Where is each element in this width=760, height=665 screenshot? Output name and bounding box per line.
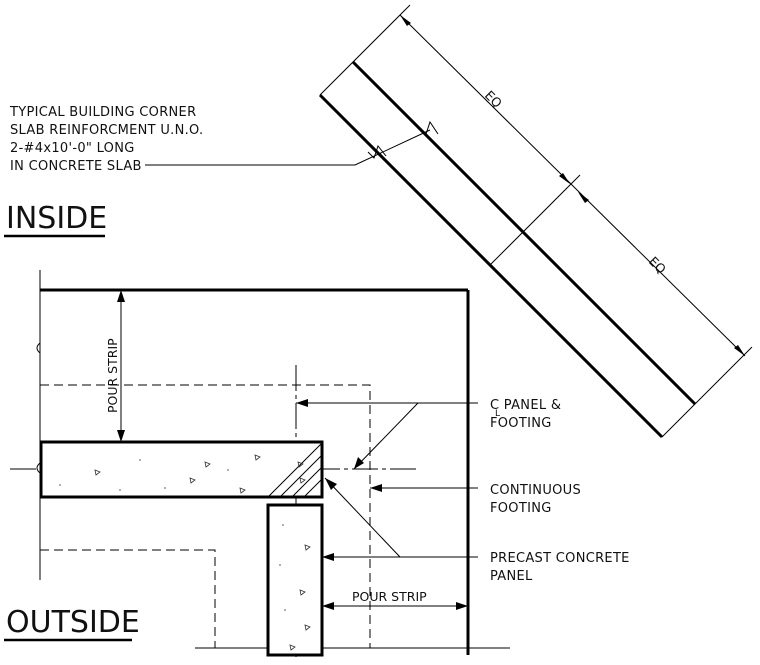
footing-label-line-2: FOOTING: [490, 501, 552, 516]
hatch-line: [303, 478, 323, 498]
precast-panel-vertical: [266, 503, 324, 657]
note-line-3: 2-#4x10'-0" LONG: [10, 141, 135, 156]
dimension-arrow: [117, 430, 125, 442]
aggregate-speck: [227, 469, 229, 471]
inside-label: INSIDE: [6, 201, 107, 236]
dimension-arrow: [400, 15, 411, 26]
aggregate-speck: [239, 487, 246, 494]
panel-corner-hatch: [267, 442, 323, 498]
leader-arrow: [354, 457, 364, 469]
panel-leader-diagonal: [324, 477, 401, 558]
witness-line-mid: [489, 174, 581, 266]
footing-dashed-line-outer: [40, 549, 216, 648]
hatch-line: [267, 442, 323, 498]
aggregate-speck: [139, 459, 141, 461]
panel-label-line-1: PRECAST CONCRETE: [490, 551, 630, 566]
note-leader-line: [145, 129, 431, 166]
footing-dashed-line-inner: [40, 384, 371, 648]
centerline-leader-diagonal: [353, 402, 419, 470]
callout-leaders: [296, 399, 478, 561]
aggregate-speck: [299, 589, 306, 596]
callout-labels: C PANEL & FOOTING L CONTINUOUS FOOTING P…: [490, 398, 630, 584]
aggregate-speck: [94, 469, 101, 476]
leader-arrow: [370, 484, 382, 492]
aggregate-speck: [304, 544, 311, 551]
note-line-4: IN CONCRETE SLAB: [10, 159, 142, 174]
corner-reinforcement-note: TYPICAL BUILDING CORNER SLAB REINFORCMEN…: [9, 105, 203, 174]
hatch-line: [291, 466, 323, 498]
leader-arrow: [296, 399, 308, 407]
slab-break-mark: [36, 462, 41, 474]
footing-label-line-1: CONTINUOUS: [490, 483, 581, 498]
pour-strip-label-vertical: POUR STRIP: [105, 338, 120, 413]
aggregate-speck: [254, 454, 261, 461]
leader-arrow: [322, 553, 334, 561]
aggregate-speck: [119, 489, 121, 491]
precast-panel-horizontal: [39, 440, 324, 499]
eq-dimension-line: [399, 14, 746, 357]
outside-label: OUTSIDE: [6, 605, 140, 640]
aggregate-speck: [297, 461, 304, 468]
rebar-break-mark: [419, 120, 439, 135]
eq-label-lower: EQ: [646, 254, 669, 277]
centerline-label-line-1: C PANEL &: [490, 398, 561, 413]
aggregate-speck: [299, 477, 306, 484]
slab-break-mark: [36, 342, 41, 354]
centerline-label-line-2: FOOTING: [490, 416, 552, 431]
concrete-aggregate-specks: [59, 454, 311, 651]
dimension-arrow: [559, 173, 570, 184]
dimension-arrow: [456, 602, 468, 610]
eq-label-upper: EQ: [482, 88, 505, 111]
aggregate-speck: [279, 564, 281, 566]
rebar-break-mark: [367, 144, 387, 159]
vertical-panel-body: [266, 503, 324, 657]
rebar-line-upper: [351, 60, 697, 406]
dimension-arrow: [578, 192, 589, 203]
dimension-arrow: [322, 602, 334, 610]
rebar-line-lower: [318, 93, 664, 439]
continuous-footing-outline: [40, 384, 371, 648]
aggregate-speck: [164, 487, 166, 489]
aggregate-speck: [304, 624, 311, 631]
dimension-arrow: [117, 290, 125, 302]
aggregate-speck: [284, 609, 286, 611]
horizontal-panel-body: [39, 440, 324, 499]
aggregate-speck: [189, 477, 196, 484]
note-line-2: SLAB REINFORCMENT U.N.O.: [10, 123, 203, 138]
aggregate-speck: [204, 461, 211, 468]
note-line-1: TYPICAL BUILDING CORNER: [9, 105, 196, 120]
panel-label-line-2: PANEL: [490, 569, 533, 584]
pour-strip-horizontal-dimension: POUR STRIP: [322, 589, 468, 610]
pour-strip-vertical-dimension: POUR STRIP: [105, 290, 125, 442]
aggregate-speck: [59, 484, 61, 486]
leader-arrow: [325, 478, 337, 490]
pour-strip-label-horizontal: POUR STRIP: [352, 589, 427, 604]
dimension-arrow: [734, 345, 745, 356]
witness-line-top: [319, 4, 411, 96]
diagonal-reinforcement: EQ EQ: [145, 4, 753, 439]
hatch-line: [279, 454, 323, 498]
aggregate-speck: [282, 524, 284, 526]
aggregate-speck: [289, 644, 296, 651]
centerline-symbol-subscript: L: [495, 409, 500, 419]
witness-line-bottom: [661, 346, 753, 438]
